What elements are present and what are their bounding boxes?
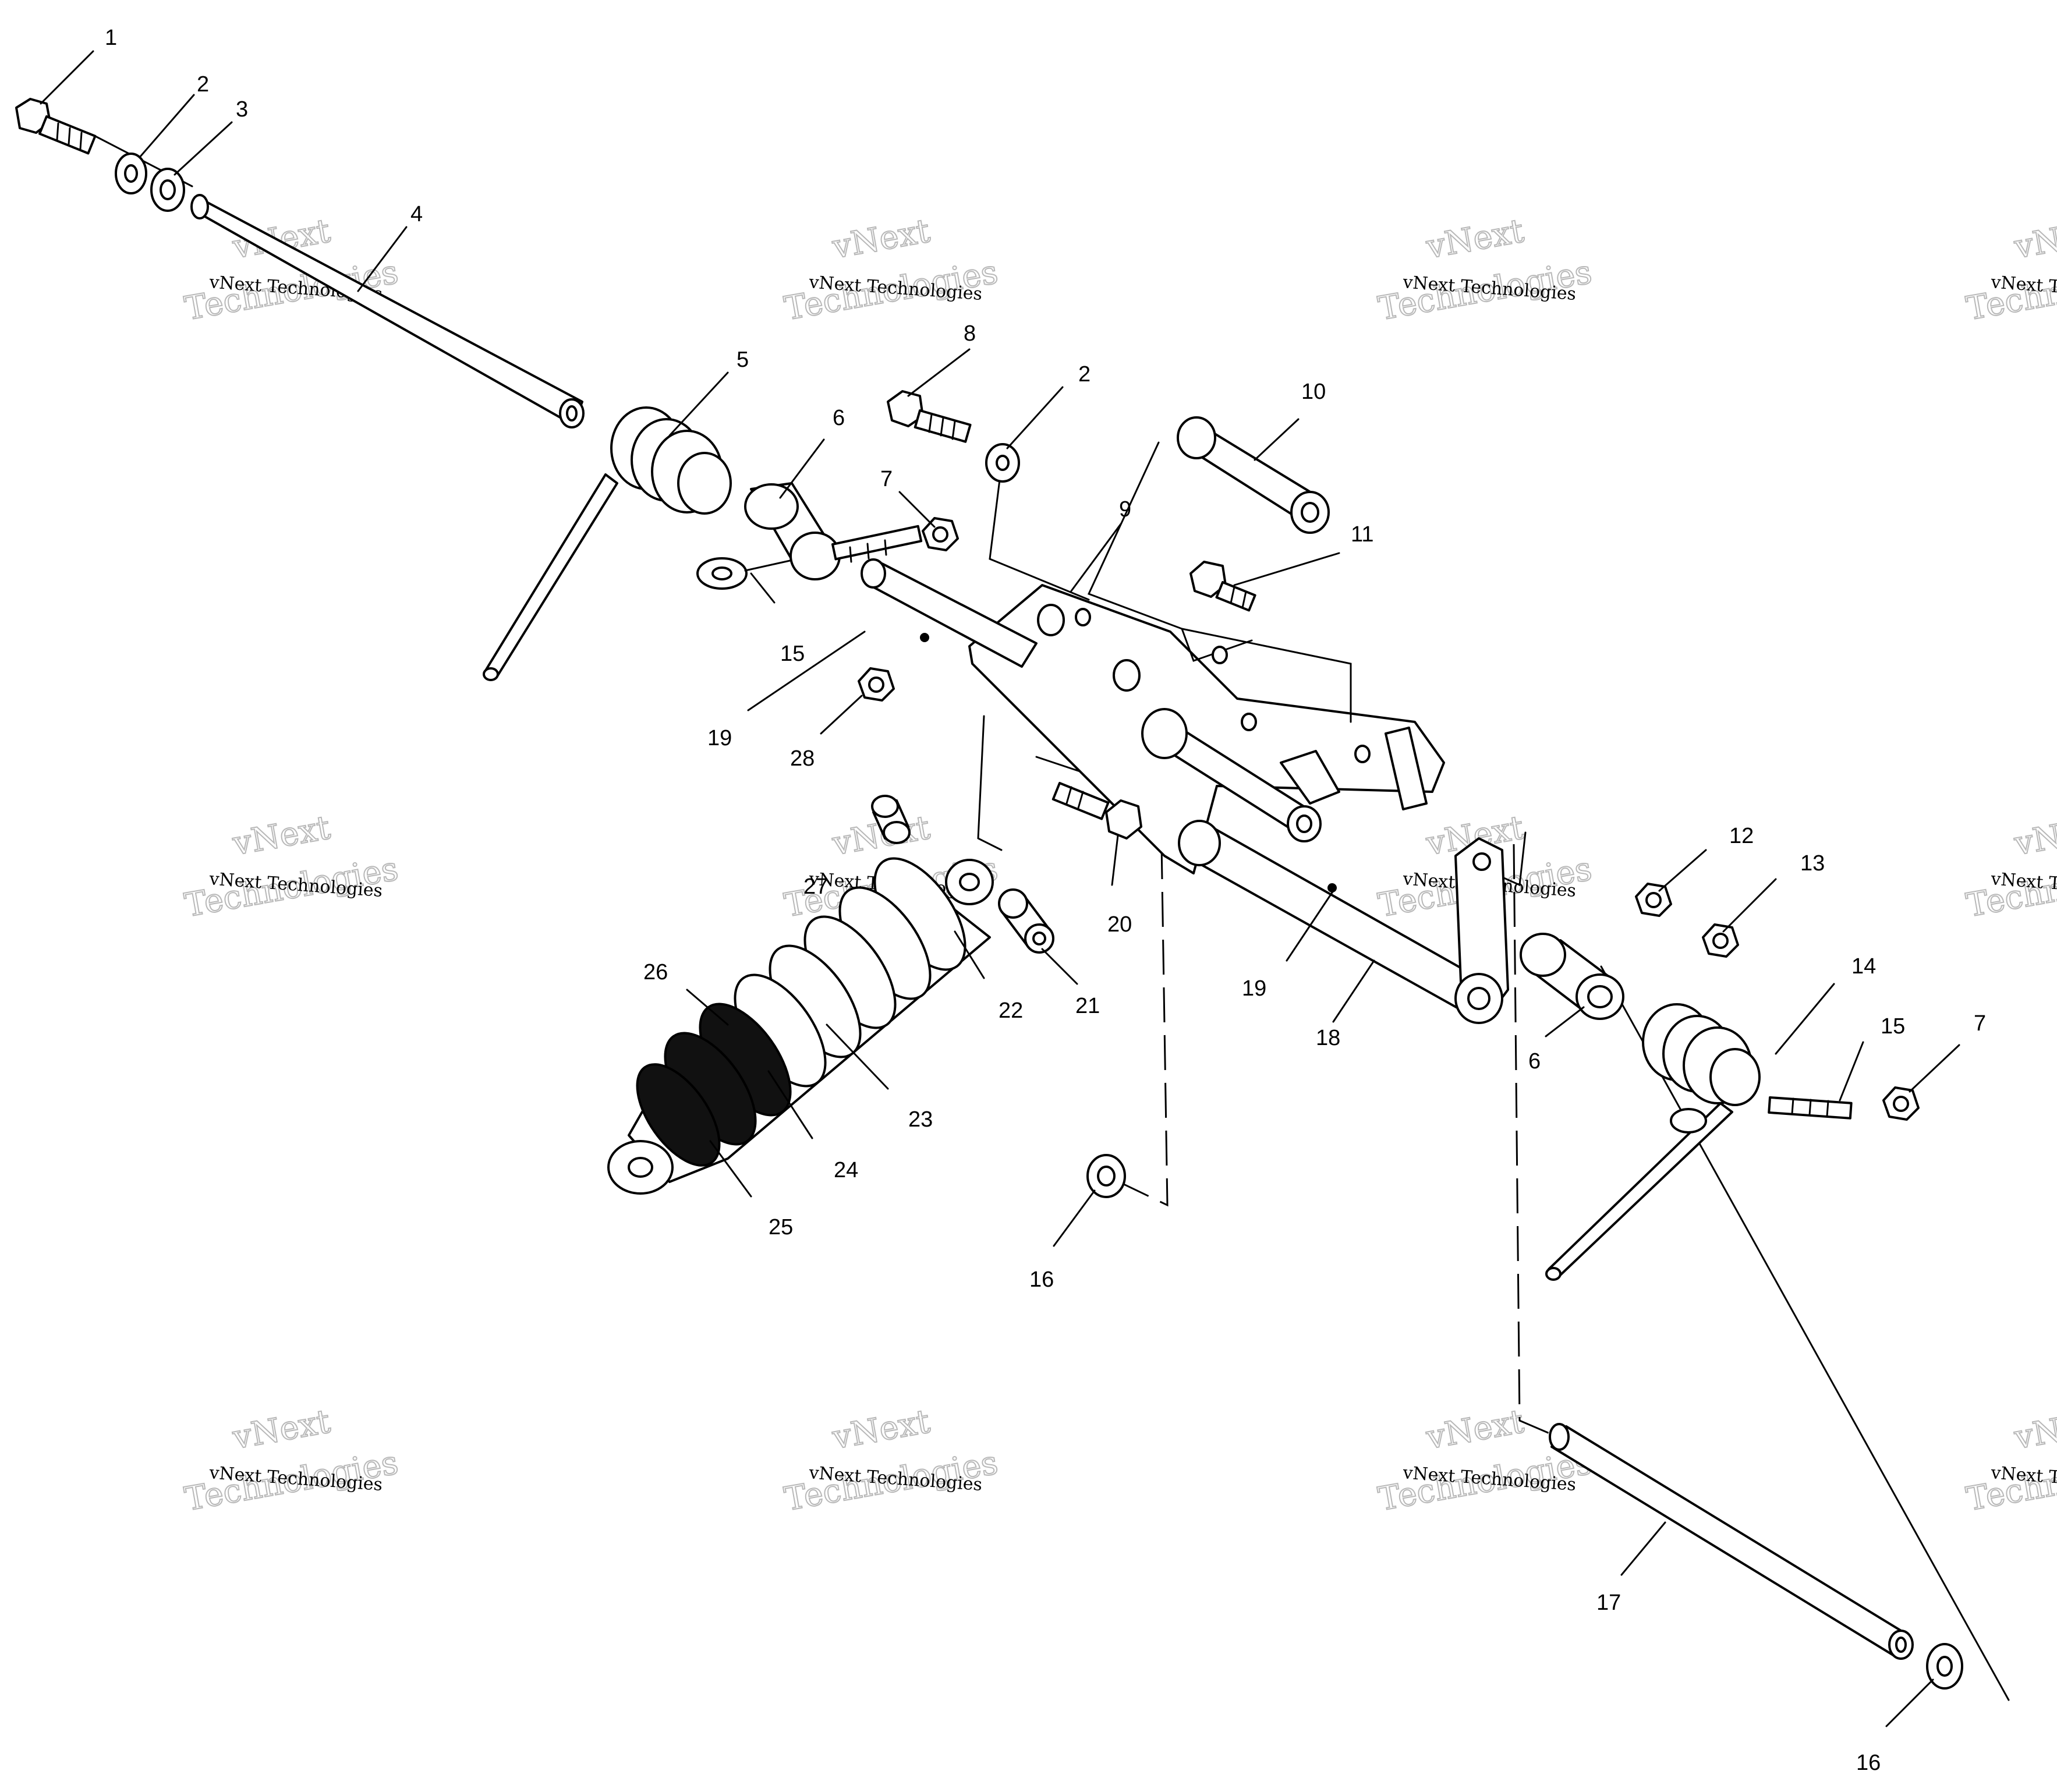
callout-8: 8	[964, 321, 976, 346]
part-main-shaft-left	[861, 558, 1038, 668]
callout-1: 1	[105, 26, 117, 50]
part-16-washer	[1086, 1154, 1126, 1198]
callout-5: 5	[737, 348, 749, 372]
part-8-bolt	[887, 390, 972, 443]
part-18-arm-tube	[1178, 820, 1509, 1024]
callout-19-right: 19	[1242, 976, 1266, 1001]
part-13-nut	[1702, 923, 1739, 958]
svg-text:vNext: vNext	[829, 212, 933, 266]
part-17-tube	[1549, 1423, 1914, 1660]
callout-15-right: 15	[1881, 1014, 1905, 1039]
part-2-washer-right	[985, 443, 1020, 483]
callout-21: 21	[1075, 994, 1100, 1018]
callout-17: 17	[1596, 1591, 1621, 1615]
part-7-nut	[922, 517, 959, 551]
callout-labels: 1 2 3 4 5 6 7 8 2 9 10 11 15 19 28 20 27…	[105, 26, 1986, 1775]
callout-6: 6	[833, 406, 845, 430]
callout-4: 4	[410, 202, 423, 226]
callout-11: 11	[1351, 522, 1373, 547]
guide-line	[1600, 965, 2010, 1701]
svg-text:vNext: vNext	[2011, 809, 2057, 863]
callout-18: 18	[1316, 1026, 1340, 1050]
callout-19: 19	[707, 726, 732, 750]
watermark: vNext Technologies vNext Technologies	[1963, 211, 2057, 328]
callout-15: 15	[780, 642, 805, 666]
callout-22: 22	[999, 998, 1023, 1023]
callout-28: 28	[790, 746, 815, 771]
part-22-26-shock-absorber	[607, 857, 994, 1195]
part-27-bushing	[871, 795, 911, 844]
part-11-bolt	[1189, 561, 1256, 612]
callout-7-right: 7	[1974, 1011, 1986, 1036]
part-10-roller	[1177, 416, 1330, 534]
guide-line-dashed	[1513, 844, 1561, 1439]
part-6-bushing	[744, 482, 841, 580]
callout-14: 14	[1851, 954, 1876, 979]
guide-line	[989, 465, 1090, 601]
part-28-nut	[858, 667, 895, 702]
watermark: vNext Technologies vNext Technologies	[181, 1402, 401, 1519]
part-2-washer	[115, 153, 147, 194]
part-12-nut	[1635, 883, 1672, 917]
watermark: vNext Technologies vNext Technologies	[781, 211, 1001, 328]
part-9-bracket	[968, 441, 1445, 874]
part-19-grease-fitting	[920, 633, 929, 642]
callout-24: 24	[834, 1158, 858, 1182]
svg-text:vNext: vNext	[2011, 212, 2057, 266]
svg-text:vNext: vNext	[2011, 1403, 2057, 1457]
callout-26: 26	[643, 960, 668, 984]
callout-20: 20	[1107, 912, 1132, 937]
callout-12: 12	[1729, 824, 1754, 848]
watermark: vNext Technologies vNext Technologies	[181, 808, 401, 925]
part-21-bushing	[998, 888, 1054, 954]
guide-line	[977, 715, 1003, 851]
callout-16: 16	[1029, 1267, 1054, 1292]
callout-2: 2	[197, 72, 209, 97]
callout-3: 3	[236, 97, 248, 122]
callout-27: 27	[803, 874, 828, 899]
svg-text:vNext: vNext	[229, 1403, 333, 1457]
part-main-shaft-right	[1141, 708, 1322, 842]
watermark: vNext Technologies vNext Technologies	[181, 211, 401, 328]
part-1-bolt	[15, 98, 97, 155]
guide-line-dashed	[1094, 844, 1169, 1207]
callout-16-right: 16	[1856, 1751, 1881, 1775]
watermark: vNext Technologies vNext Technologies	[1963, 808, 2057, 925]
watermark: vNext Technologies vNext Technologies	[1963, 1402, 2057, 1519]
part-6-bushing-right	[1520, 933, 1624, 1020]
watermark: vNext Technologies vNext Technologies	[1375, 1402, 1595, 1519]
part-20-bolt	[1051, 781, 1142, 840]
svg-text:vNext: vNext	[1423, 212, 1527, 266]
part-5-torsion-spring	[483, 406, 732, 681]
svg-text:vNext: vNext	[829, 1403, 933, 1457]
part-14-torsion-spring	[1545, 1003, 1761, 1281]
shock-spring-coils	[636, 857, 966, 1167]
part-4-tube	[190, 194, 585, 428]
callout-2-right: 2	[1078, 362, 1091, 387]
part-16-washer-right	[1926, 1643, 1963, 1690]
svg-text:vNext: vNext	[229, 809, 333, 863]
callout-25: 25	[769, 1215, 793, 1239]
callout-23: 23	[908, 1107, 933, 1132]
callout-7: 7	[880, 467, 893, 491]
callout-6-right: 6	[1528, 1049, 1541, 1074]
part-15-eyebolt-right	[1768, 1096, 1853, 1120]
part-15-eyebolt	[831, 525, 923, 563]
watermark: vNext Technologies vNext Technologies	[1375, 211, 1595, 328]
callout-13: 13	[1800, 851, 1825, 876]
part-7-nut-right	[1882, 1086, 1920, 1121]
leader-lines	[40, 50, 1960, 1727]
callout-9: 9	[1119, 497, 1131, 522]
part-3-washer	[150, 168, 185, 212]
callout-10: 10	[1301, 380, 1326, 404]
watermark: vNext Technologies vNext Technologies	[781, 1402, 1001, 1519]
svg-text:vNext: vNext	[1423, 1403, 1527, 1457]
